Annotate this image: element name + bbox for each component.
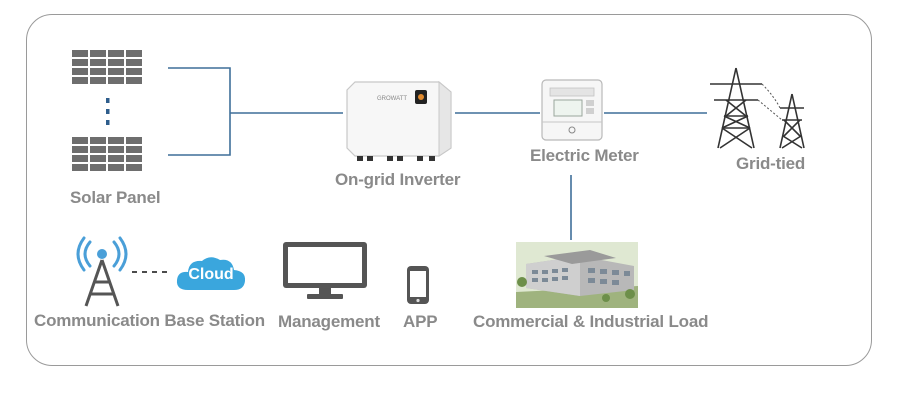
dashed-link <box>132 271 170 273</box>
power-tower-icon <box>710 67 805 149</box>
solar-panel-icon <box>72 137 142 171</box>
inverter-icon: GROWATT <box>346 80 452 161</box>
solar-panel-label: Solar Panel <box>70 188 161 207</box>
base-station-label: Communication Base Station <box>34 311 265 330</box>
electric-meter-icon <box>541 79 603 141</box>
smartphone-icon <box>407 266 429 304</box>
load-label: Commercial & Industrial Load <box>473 312 709 331</box>
solar-panel-icon <box>72 50 142 84</box>
industrial-building-icon <box>516 242 638 308</box>
antenna-tower-icon <box>76 236 128 307</box>
cloud-icon: Cloud <box>174 254 248 294</box>
inverter-brand-text: GROWATT <box>377 96 407 102</box>
ellipsis-vertical-icon <box>106 98 110 125</box>
monitor-icon <box>283 242 367 299</box>
wire-panel-top <box>168 67 231 156</box>
cloud-label: Cloud <box>188 266 234 283</box>
electric-meter-label: Electric Meter <box>530 146 639 165</box>
diagram-frame <box>26 14 872 366</box>
grid-tied-label: Grid-tied <box>736 154 806 173</box>
app-label: APP <box>403 312 438 331</box>
inverter-label: On-grid Inverter <box>335 170 461 189</box>
management-label: Management <box>278 312 380 331</box>
